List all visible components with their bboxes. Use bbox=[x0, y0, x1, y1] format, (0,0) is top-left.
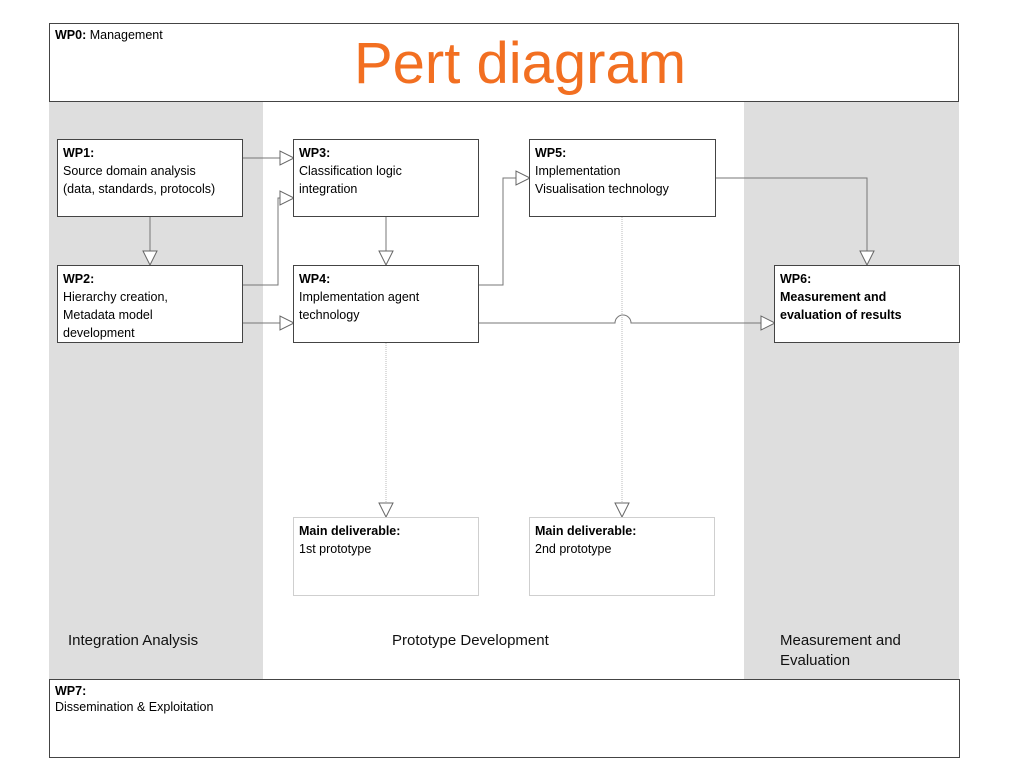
wp2-line3: development bbox=[63, 326, 135, 340]
deliverable1-box: Main deliverable: 1st prototype bbox=[293, 517, 479, 596]
wp2-line1: Hierarchy creation, bbox=[63, 290, 168, 304]
wp2-line2: Metadata model bbox=[63, 308, 153, 322]
wp2-id: WP2: bbox=[63, 272, 95, 286]
measurement-evaluation-zone bbox=[744, 102, 959, 679]
deliverable1-heading: Main deliverable: bbox=[299, 524, 401, 538]
wp3-line1: Classification logic bbox=[299, 164, 402, 178]
arrow-into-deliverable1 bbox=[378, 502, 394, 519]
arrow-into-wp5 bbox=[515, 170, 532, 186]
wp4-line1: Implementation agent bbox=[299, 290, 420, 304]
wp3-box: WP3: Classification logic integration bbox=[293, 139, 479, 217]
wp6-box: WP6: Measurement and evaluation of resul… bbox=[774, 265, 960, 343]
wp5-line1: Implementation bbox=[535, 164, 621, 178]
edge-wp5-wp6 bbox=[716, 177, 868, 251]
wp0-id: WP0: bbox=[55, 28, 87, 42]
zone-label-measurement: Measurement and Evaluation bbox=[780, 631, 901, 671]
arrow-into-wp3-bottom bbox=[279, 190, 296, 206]
wp1-line1: Source domain analysis bbox=[63, 164, 196, 178]
wp4-id: WP4: bbox=[299, 272, 331, 286]
edge-wp4-wp6 bbox=[479, 314, 761, 324]
wp7-label: Dissemination & Exploitation bbox=[55, 700, 214, 714]
zone-label-integration: Integration Analysis bbox=[68, 632, 199, 649]
arrow-into-wp3-top bbox=[279, 150, 296, 166]
wp4-line2: technology bbox=[299, 308, 360, 322]
arrow-into-wp6-top bbox=[859, 250, 875, 267]
wp6-line2: evaluation of results bbox=[780, 308, 902, 322]
wp5-line2: Visualisation technology bbox=[535, 182, 669, 196]
wp0-label: Management bbox=[89, 28, 163, 42]
wp0-management-box: WP0: Management bbox=[49, 23, 959, 102]
deliverable1-label: 1st prototype bbox=[299, 542, 372, 556]
wp3-id: WP3: bbox=[299, 146, 331, 160]
wp1-line2: (data, standards, protocols) bbox=[63, 182, 216, 196]
edge-wp2-wp3 bbox=[243, 197, 281, 286]
arrow-into-wp6-left bbox=[760, 315, 777, 331]
wp6-line1: Measurement and bbox=[780, 290, 887, 304]
wp1-id: WP1: bbox=[63, 146, 95, 160]
wp4-box: WP4: Implementation agent technology bbox=[293, 265, 479, 343]
deliverable2-heading: Main deliverable: bbox=[535, 524, 637, 538]
wp5-box: WP5: Implementation Visualisation techno… bbox=[529, 139, 716, 217]
zone-label-prototype: Prototype Development bbox=[392, 632, 549, 649]
arrow-into-deliverable2 bbox=[614, 502, 630, 519]
arrow-into-wp4-left bbox=[279, 315, 296, 331]
zone-label-measurement-line1: Measurement and bbox=[780, 632, 901, 649]
arrow-into-wp4-top bbox=[378, 250, 394, 267]
wp5-id: WP5: bbox=[535, 146, 567, 160]
wp7-id: WP7: bbox=[55, 684, 87, 698]
wp2-box: WP2: Hierarchy creation, Metadata model … bbox=[57, 265, 243, 343]
zone-label-measurement-line2: Evaluation bbox=[780, 652, 851, 669]
wp3-line2: integration bbox=[299, 182, 358, 196]
deliverable2-label: 2nd prototype bbox=[535, 542, 612, 556]
deliverable2-box: Main deliverable: 2nd prototype bbox=[529, 517, 715, 596]
wp6-id: WP6: bbox=[780, 272, 812, 286]
arrow-into-wp2 bbox=[142, 250, 158, 267]
wp1-box: WP1: Source domain analysis (data, stand… bbox=[57, 139, 243, 217]
edge-wp4-wp5 bbox=[479, 177, 516, 286]
page-title: Pert diagram bbox=[353, 31, 687, 96]
wp7-dissemination-box: WP7: Dissemination & Exploitation bbox=[49, 679, 960, 758]
